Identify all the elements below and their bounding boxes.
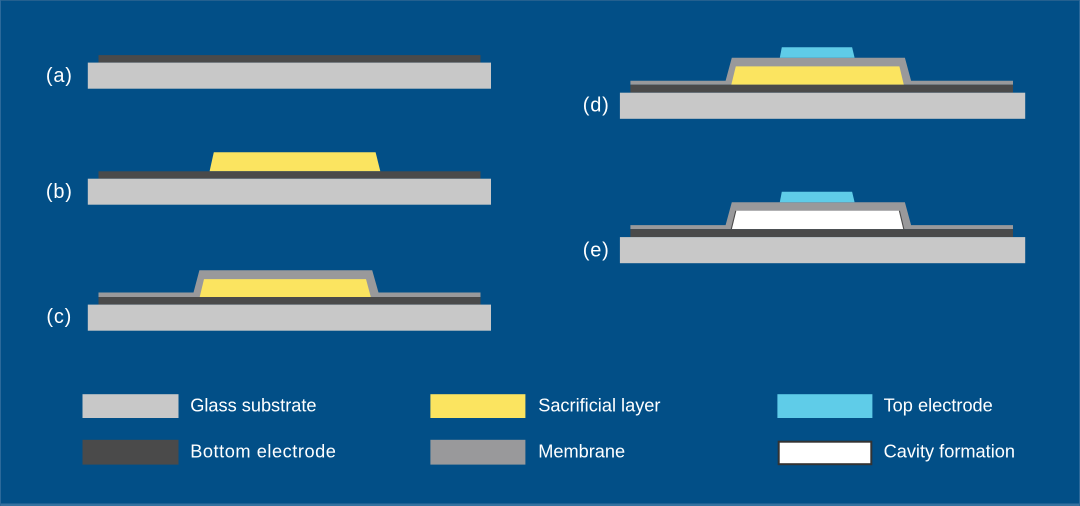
svg-text:(b): (b) — [46, 181, 73, 203]
svg-text:(a): (a) — [46, 65, 73, 87]
svg-text:(c): (c) — [46, 306, 72, 328]
svg-text:Top electrode: Top electrode — [884, 396, 993, 416]
svg-text:Cavity formation: Cavity formation — [884, 441, 1015, 461]
svg-text:Bottom electrode: Bottom electrode — [190, 441, 336, 461]
svg-text:Membrane: Membrane — [538, 441, 625, 461]
svg-text:(d): (d) — [583, 95, 610, 117]
svg-text:Glass substrate: Glass substrate — [190, 396, 316, 416]
svg-text:Sacrificial layer: Sacrificial layer — [538, 396, 660, 416]
svg-text:(e): (e) — [583, 240, 610, 262]
